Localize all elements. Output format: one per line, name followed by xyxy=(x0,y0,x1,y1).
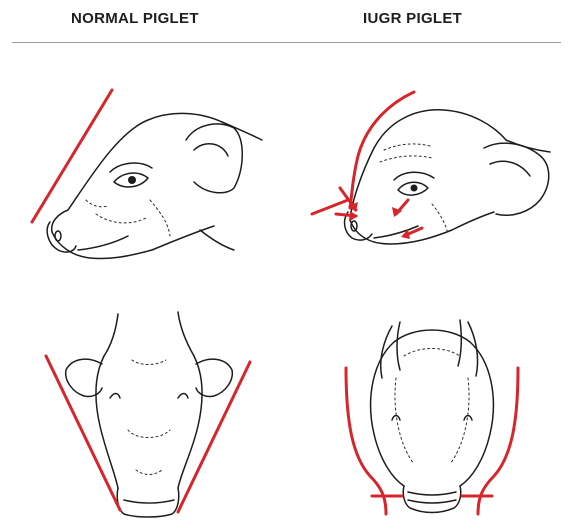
snout-marker-line xyxy=(312,200,348,214)
iugr-right-side-curve xyxy=(478,368,518,514)
snout-arrow-lower-head xyxy=(350,211,358,221)
normal-left-taper-line xyxy=(46,356,120,510)
normal-piglet-front-view xyxy=(46,312,250,517)
straight-profile-line xyxy=(32,90,112,222)
iugr-piglet-front-view xyxy=(346,320,518,514)
iugr-left-side-curve xyxy=(346,368,386,514)
iugr-piglet-side-view xyxy=(312,92,550,244)
domed-profile-curve xyxy=(350,92,414,208)
normal-right-taper-line xyxy=(178,362,250,512)
normal-piglet-side-view xyxy=(32,90,262,259)
